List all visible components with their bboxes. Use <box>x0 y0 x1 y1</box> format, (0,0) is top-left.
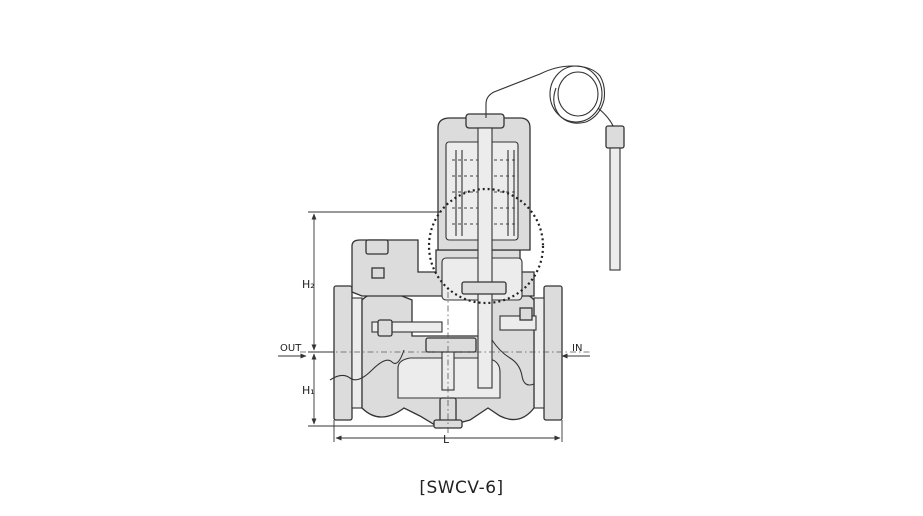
l-label: L <box>443 433 450 446</box>
h1-label: H₁ <box>302 384 315 397</box>
model-caption: [SWCV-6] <box>419 478 504 498</box>
h2-label: H₂ <box>302 278 315 291</box>
in-label: IN <box>572 343 582 354</box>
detail-circle <box>427 187 545 305</box>
out-label: OUT <box>280 343 302 354</box>
dimension-lines <box>308 211 563 442</box>
capillary-coil <box>485 65 625 271</box>
centerlines <box>300 292 590 436</box>
valve-body <box>329 113 563 429</box>
